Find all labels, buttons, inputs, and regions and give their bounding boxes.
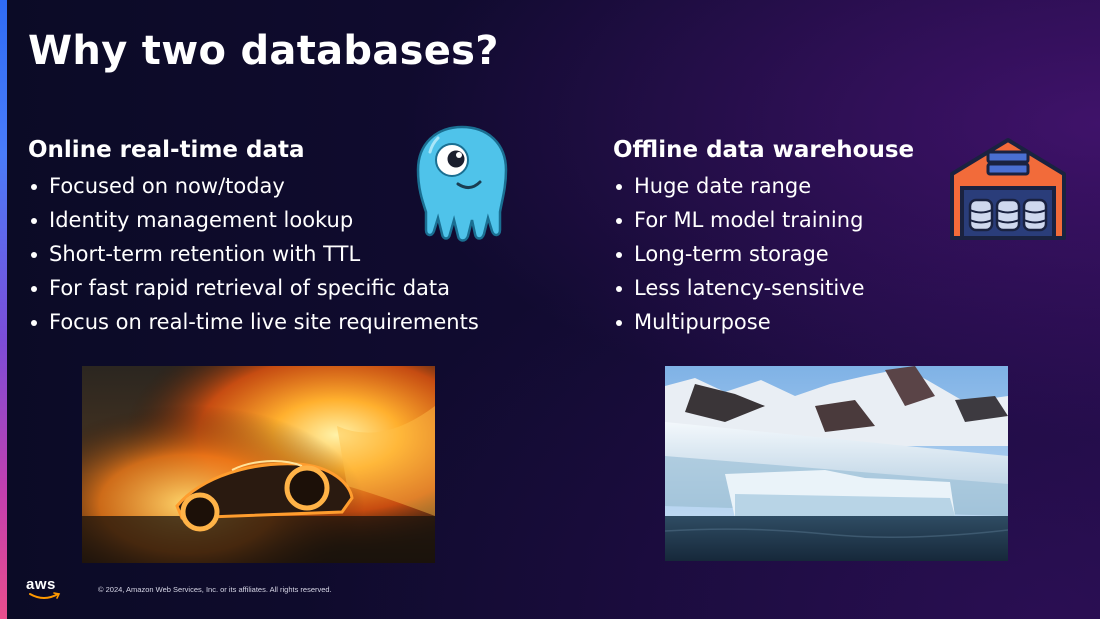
list-item: Focused on now/today: [28, 169, 588, 203]
offline-column-title: Offline data warehouse: [613, 137, 915, 163]
offline-bullet-list: Huge date range For ML model training Lo…: [613, 169, 1073, 339]
glacier-photo: [665, 366, 1008, 561]
aws-smile-icon: [29, 592, 61, 599]
warehouse-icon: [948, 136, 1068, 240]
flaming-car-photo: [82, 366, 435, 563]
list-item: Short-term retention with TTL: [28, 237, 588, 271]
list-item: Focus on real-time live site requirement…: [28, 305, 588, 339]
list-item: Identity management lookup: [28, 203, 588, 237]
list-item: Long-term storage: [613, 237, 1073, 271]
copyright-text: © 2024, Amazon Web Services, Inc. or its…: [98, 585, 332, 594]
online-bullet-list: Focused on now/today Identity management…: [28, 169, 588, 339]
list-item: Huge date range: [613, 169, 1073, 203]
online-column-title: Online real-time data: [28, 137, 305, 163]
online-column: Online real-time data Focused on now/tod…: [28, 137, 588, 339]
list-item: For ML model training: [613, 203, 1073, 237]
accent-bar: [0, 0, 7, 619]
slide-title: Why two databases?: [28, 28, 499, 74]
aws-logo-text: aws: [26, 576, 56, 593]
aws-logo: aws: [26, 576, 66, 604]
octopus-mascot-icon: [414, 124, 510, 242]
list-item: Less latency-sensitive: [613, 271, 1073, 305]
list-item: Multipurpose: [613, 305, 1073, 339]
offline-column: Offline data warehouse Huge date range F…: [613, 137, 1073, 339]
list-item: For fast rapid retrieval of specific dat…: [28, 271, 588, 305]
